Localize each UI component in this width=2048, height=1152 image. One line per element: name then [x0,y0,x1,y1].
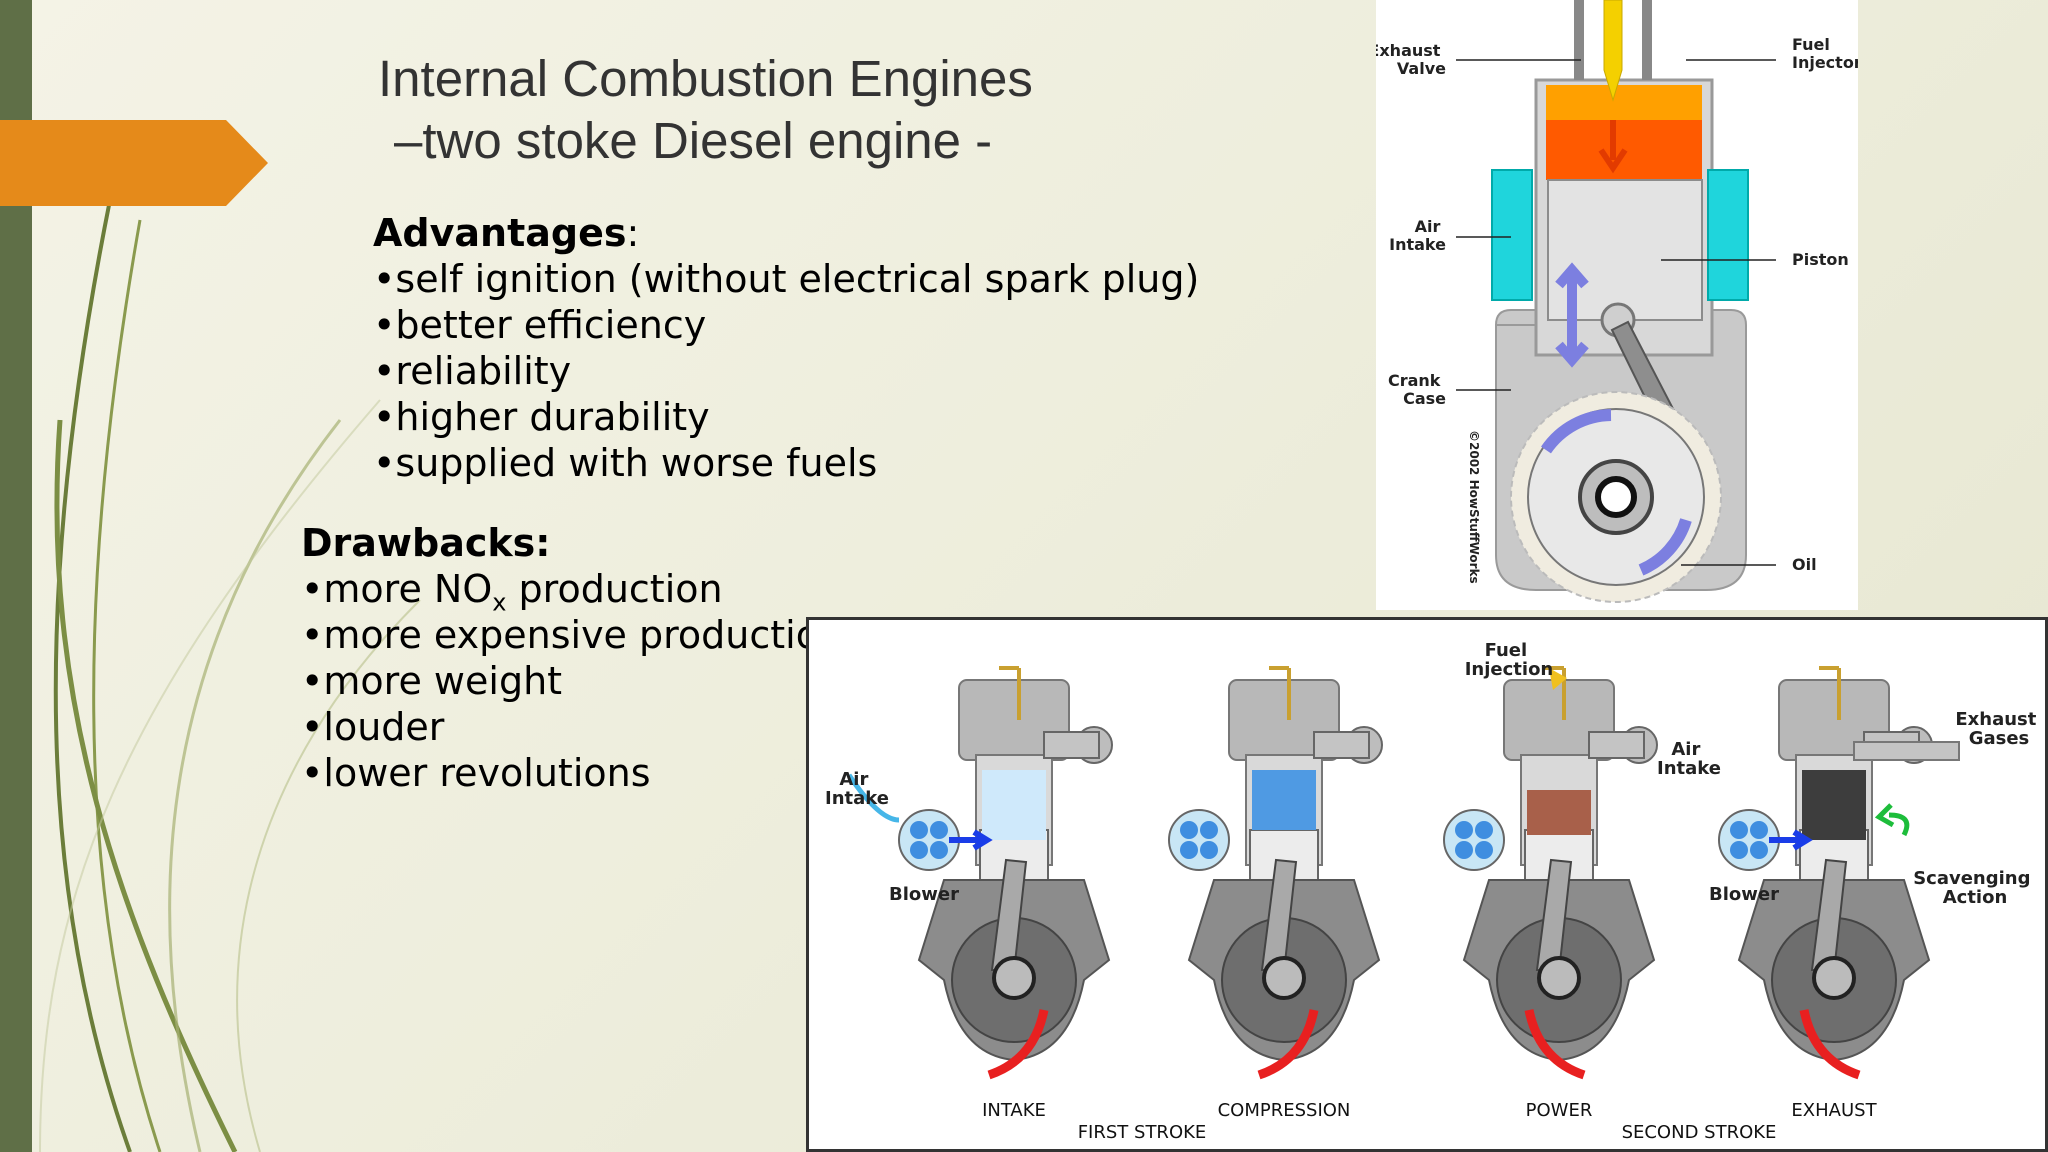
label-crank-case-1: Crank [1388,371,1441,390]
label-first-stroke: FIRST STROKE [1078,1122,1207,1143]
advantages-colon: : [626,211,640,255]
title-line-1: Internal Combustion Engines [378,50,1033,107]
label-blower: Blower [889,884,959,905]
label-air-intake-b-1: Air [1671,739,1700,760]
svg-text:Exhaust Gases: Exhaust Gases [1955,709,2042,749]
drawbacks-list: Drawbacks: •more NOx production •more ex… [301,520,843,796]
copyright-text: ©2002 HowStuffWorks [1467,430,1481,584]
decorative-grass-lines [39,199,421,1152]
label-second-stroke: SECOND STROKE [1622,1122,1777,1143]
label-exhaust-gases-2: Gases [1969,728,2030,749]
svg-text:Air Intake: Air Intake [825,769,889,809]
label-oil: Oil [1792,555,1817,574]
label-exhaust-valve-1: Exhaust [1376,41,1441,60]
label-air-intake-2: Intake [1389,235,1446,254]
orange-pointer-arrow [0,120,268,206]
advantage-item: •reliability [373,349,572,393]
drawbacks-heading: Drawbacks: [301,521,551,565]
label-fuel-injection-2: Injection [1465,659,1554,680]
stage-compression: COMPRESSION [1218,1100,1351,1121]
svg-text:Air Intake: Air Intake [1389,217,1446,254]
label-air-intake-1: Air [1415,217,1441,236]
engine-cross-section-figure: Exhaust Valve Fuel Injector Air Intake P… [1376,0,1858,610]
advantages-list: Advantages: •self ignition (without elec… [373,210,1199,486]
advantages-heading: Advantages [373,211,627,255]
label-air-intake-1: Air [839,769,868,790]
drawback-nox-post: production [506,567,723,611]
label-scavenging-1: Scavenging [1913,868,2030,889]
label-fuel-injector-1: Fuel [1792,35,1830,54]
advantage-item: •self ignition (without electrical spark… [373,257,1200,301]
stage-intake: INTAKE [982,1100,1046,1121]
svg-text:Scavenging Action: Scavenging Action [1913,868,2037,908]
drawback-item: •more NOx production [301,566,843,615]
label-scavenging-2: Action [1943,887,2008,908]
drawback-nox-pre: •more NO [301,567,493,611]
drawback-nox-sub: x [492,588,507,617]
label-exhaust-gases-1: Exhaust [1955,709,2036,730]
label-air-intake-b-2: Intake [1657,758,1721,779]
advantage-item: •supplied with worse fuels [373,441,878,485]
svg-text:Exhaust Valve: Exhaust Valve [1376,41,1446,78]
label-fuel-injection-1: Fuel [1485,640,1528,661]
drawback-item: •more expensive production [301,613,844,657]
label-air-intake-2: Intake [825,788,889,809]
svg-text:Fuel Injection: Fuel Injection [1465,640,1554,680]
drawback-item: •lower revolutions [301,751,651,795]
slide-title: Internal Combustion Engines –two stoke D… [378,48,1033,172]
label-piston: Piston [1792,250,1849,269]
advantage-item: •higher durability [373,395,710,439]
stage-exhaust: EXHAUST [1791,1100,1877,1121]
label-fuel-injector-2: Injector [1792,53,1858,72]
drawback-item: •more weight [301,659,563,703]
svg-text:Fuel Injector: Fuel Injector [1792,35,1858,72]
title-line-2: –two stoke Diesel engine - [394,112,993,169]
label-blower-b: Blower [1709,884,1779,905]
svg-text:Crank Case: Crank Case [1388,371,1446,408]
stage-power: POWER [1526,1100,1593,1121]
label-crank-case-2: Case [1403,389,1446,408]
label-exhaust-valve-2: Valve [1397,59,1446,78]
drawback-item: •louder [301,705,445,749]
advantage-item: •better efficiency [373,303,707,347]
svg-text:Air Intake: Air Intake [1657,739,1721,779]
two-stroke-cycle-figure: Air Intake Blower Fuel Injection Air Int… [806,617,2048,1152]
